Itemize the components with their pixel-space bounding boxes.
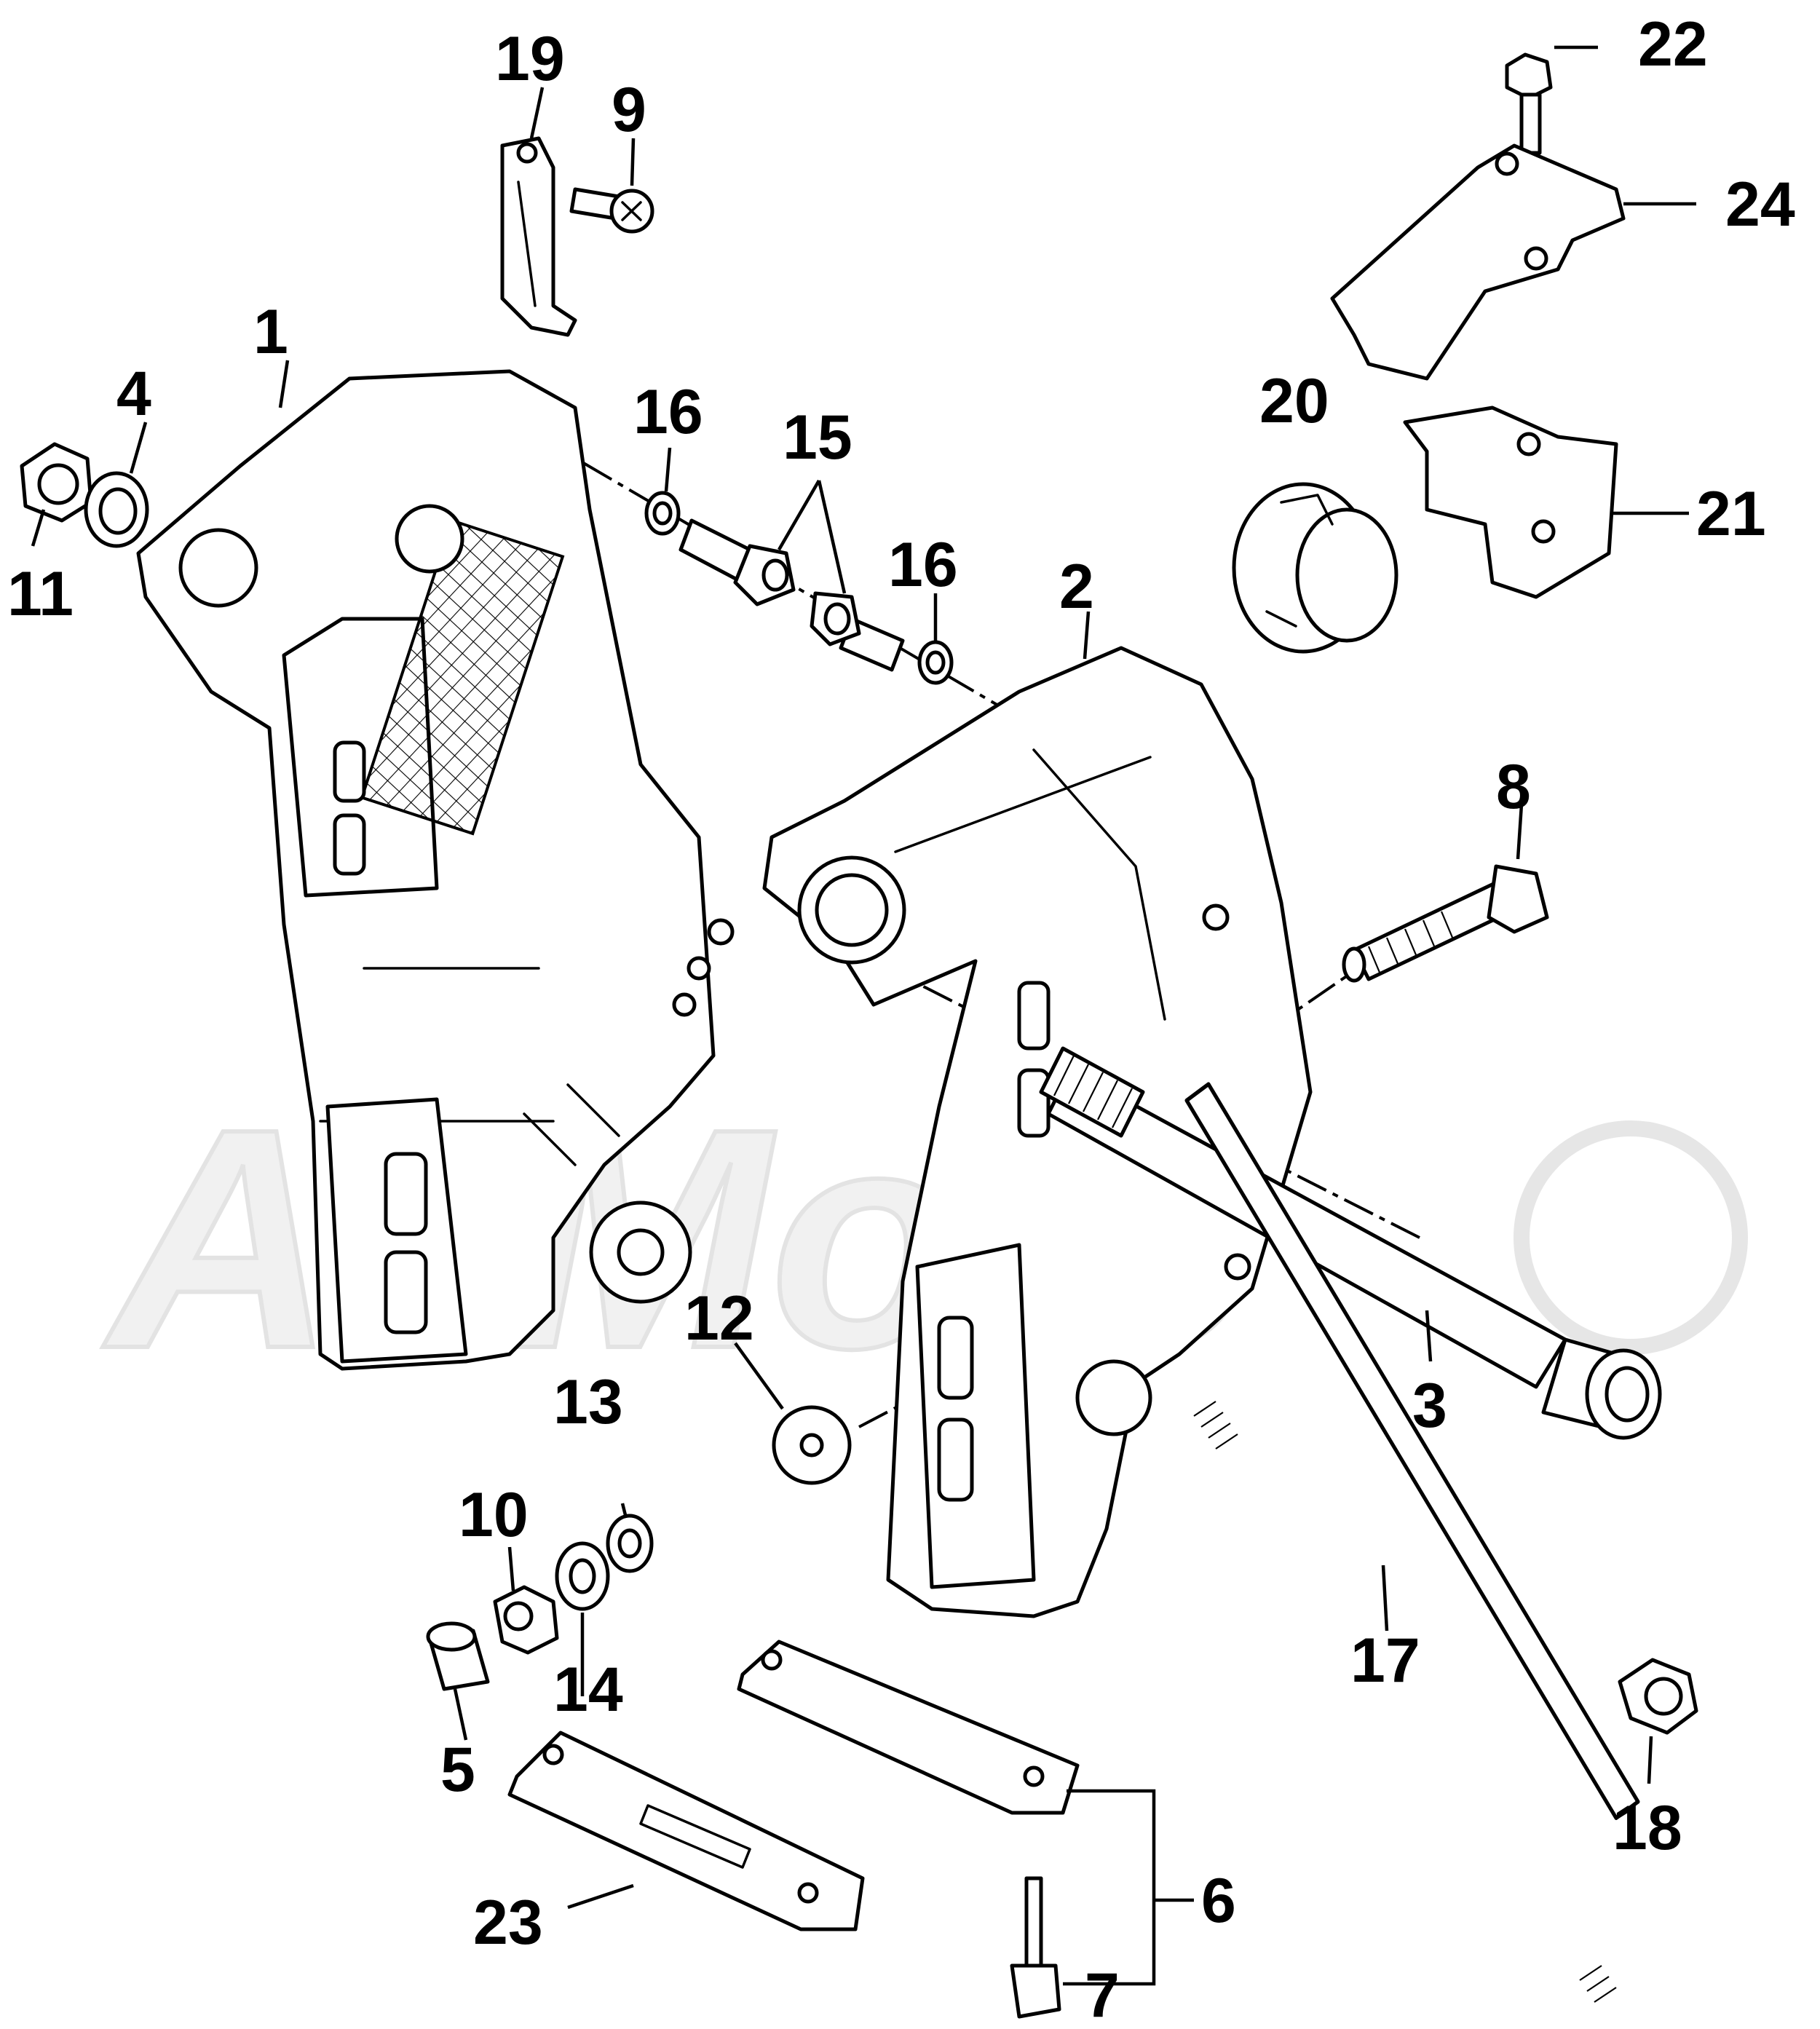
part-22-bolt bbox=[1505, 52, 1553, 155]
callout-11: 11 bbox=[7, 559, 74, 629]
part-23-plate bbox=[507, 1731, 865, 1931]
callout-10: 10 bbox=[459, 1480, 529, 1550]
part-10-nut bbox=[493, 1585, 559, 1655]
callout-18: 18 bbox=[1613, 1793, 1682, 1863]
callout-8: 8 bbox=[1496, 752, 1531, 822]
part-1-left-bracket bbox=[136, 369, 735, 1371]
part-7-bolt bbox=[1010, 1876, 1061, 2019]
part-15-bolt-a bbox=[678, 518, 796, 606]
part-19-strap bbox=[500, 136, 577, 337]
part-15-bolt-b bbox=[810, 591, 905, 672]
callout-12: 12 bbox=[684, 1284, 754, 1353]
part-21-block bbox=[1403, 406, 1618, 599]
part-13-washer bbox=[606, 1514, 654, 1573]
callout-6: 6 bbox=[1201, 1866, 1236, 1936]
callout-23: 23 bbox=[473, 1888, 543, 1958]
part-5-sleeve bbox=[426, 1621, 490, 1691]
watermark-wheel-icon bbox=[1514, 1120, 1748, 1355]
callout-5: 5 bbox=[440, 1735, 475, 1805]
part-12-washer bbox=[772, 1405, 852, 1485]
callout-17: 17 bbox=[1350, 1626, 1420, 1696]
callout-24: 24 bbox=[1725, 170, 1795, 240]
part-16b-washer bbox=[917, 640, 954, 685]
callout-1: 1 bbox=[253, 297, 288, 367]
part-14-washer bbox=[555, 1541, 610, 1611]
part-18-nut bbox=[1618, 1658, 1698, 1735]
part-4-washer bbox=[84, 471, 149, 548]
callout-21: 21 bbox=[1696, 479, 1766, 549]
part-11-nut bbox=[20, 442, 93, 523]
callout-9: 9 bbox=[612, 75, 646, 145]
callout-16b: 16 bbox=[888, 530, 958, 600]
callout-16a: 16 bbox=[633, 377, 703, 447]
part-16a-washer bbox=[644, 491, 681, 536]
callout-4: 4 bbox=[116, 359, 151, 429]
part-24-cover bbox=[1330, 143, 1626, 381]
part-6-plate bbox=[737, 1640, 1080, 1815]
callout-labels: 1 2 3 4 5 6 7 8 9 10 11 12 13 14 15 16 1… bbox=[7, 9, 1795, 2029]
part-17-shaft bbox=[1184, 1082, 1640, 2003]
callout-7: 7 bbox=[1085, 1961, 1120, 2029]
callout-13: 13 bbox=[553, 1367, 623, 1437]
part-8-bolt bbox=[1342, 864, 1549, 983]
part-20-cap bbox=[1232, 482, 1398, 654]
part-2-right-bracket bbox=[762, 646, 1313, 1618]
part-3-tilt-tube bbox=[1039, 1046, 1662, 1440]
callout-22: 22 bbox=[1638, 9, 1708, 79]
part-9-screw bbox=[569, 187, 654, 234]
callout-2: 2 bbox=[1059, 552, 1094, 622]
callout-20: 20 bbox=[1259, 366, 1329, 436]
leader-lines bbox=[31, 45, 1696, 1986]
callout-15: 15 bbox=[783, 403, 852, 472]
callout-19: 19 bbox=[495, 24, 565, 94]
callout-14: 14 bbox=[553, 1655, 623, 1725]
callout-3: 3 bbox=[1412, 1371, 1447, 1441]
